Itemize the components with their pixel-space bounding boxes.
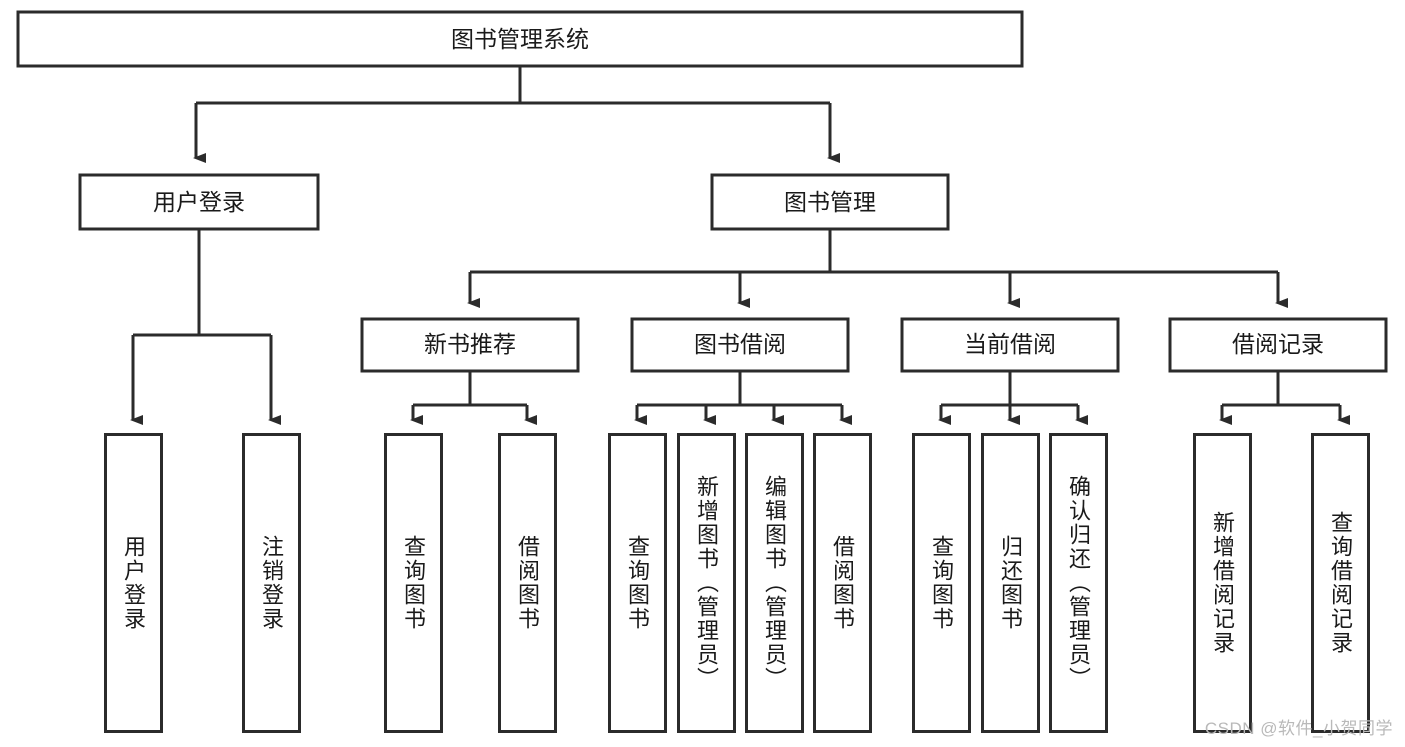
leaf-label: 编辑图书（管理员） [762,475,788,691]
node-user-login[interactable]: 用户登录 [78,173,320,231]
leaf-label: 查询借阅记录 [1328,511,1354,655]
leaf-label: 查询图书 [625,535,651,631]
leaf-label: 用户登录 [121,535,147,631]
node-borrow-record-label: 借阅记录 [1232,331,1324,357]
connector-book-management-to-level2 [467,229,1288,308]
leaf-book-borrow-add-book-admin[interactable]: 新增图书（管理员） [677,433,736,733]
node-book-management-label: 图书管理 [784,189,876,215]
connector-current-borrow-to-leaves [938,371,1088,425]
node-book-borrow-box [630,317,850,373]
node-user-login-label: 用户登录 [153,189,245,215]
connector-user-login-to-leaves [130,229,281,425]
node-new-book-recommend-label: 新书推荐 [424,331,516,357]
leaf-label: 查询图书 [929,535,955,631]
node-new-book-recommend-box [360,317,580,373]
leaf-book-borrow-edit-book-admin[interactable]: 编辑图书（管理员） [745,433,804,733]
leaf-book-borrow-query-book[interactable]: 查询图书 [608,433,667,733]
leaf-label: 借阅图书 [515,535,541,631]
leaf-label: 注销登录 [259,535,285,631]
connector-book-borrow-to-leaves [634,371,852,425]
leaf-book-borrow-borrow-book[interactable]: 借阅图书 [813,433,872,733]
leaf-label: 确认归还（管理员） [1066,475,1092,691]
node-new-book-recommend[interactable]: 新书推荐 [360,317,580,373]
leaf-user-login-login[interactable]: 用户登录 [104,433,163,733]
leaf-current-borrow-return-book[interactable]: 归还图书 [981,433,1040,733]
node-root-box [16,10,1024,68]
node-current-borrow-label: 当前借阅 [964,331,1056,357]
node-book-management[interactable]: 图书管理 [710,173,950,231]
node-book-borrow[interactable]: 图书借阅 [630,317,850,373]
node-borrow-record-box [1168,317,1388,373]
node-user-login-box [78,173,320,231]
node-root[interactable]: 图书管理系统 [16,10,1024,68]
connector-root-to-level1 [193,66,840,163]
leaf-new-book-query-book[interactable]: 查询图书 [384,433,443,733]
leaf-borrow-record-query-record[interactable]: 查询借阅记录 [1311,433,1370,733]
leaf-current-borrow-query-book[interactable]: 查询图书 [912,433,971,733]
leaf-user-login-logout[interactable]: 注销登录 [242,433,301,733]
leaf-label: 归还图书 [998,535,1024,631]
leaf-label: 查询图书 [401,535,427,631]
node-current-borrow[interactable]: 当前借阅 [900,317,1120,373]
leaf-current-borrow-confirm-return-admin[interactable]: 确认归还（管理员） [1049,433,1108,733]
leaf-label: 新增借阅记录 [1210,511,1236,655]
leaf-label: 借阅图书 [830,535,856,631]
node-book-borrow-label: 图书借阅 [694,331,786,357]
node-current-borrow-box [900,317,1120,373]
node-root-label: 图书管理系统 [451,26,589,52]
leaf-borrow-record-add-record[interactable]: 新增借阅记录 [1193,433,1252,733]
node-borrow-record[interactable]: 借阅记录 [1168,317,1388,373]
leaf-new-book-borrow-book[interactable]: 借阅图书 [498,433,557,733]
leaf-label: 新增图书（管理员） [694,475,720,691]
connector-new-book-recommend-to-leaves [410,371,537,425]
connector-borrow-record-to-leaves [1219,371,1350,425]
